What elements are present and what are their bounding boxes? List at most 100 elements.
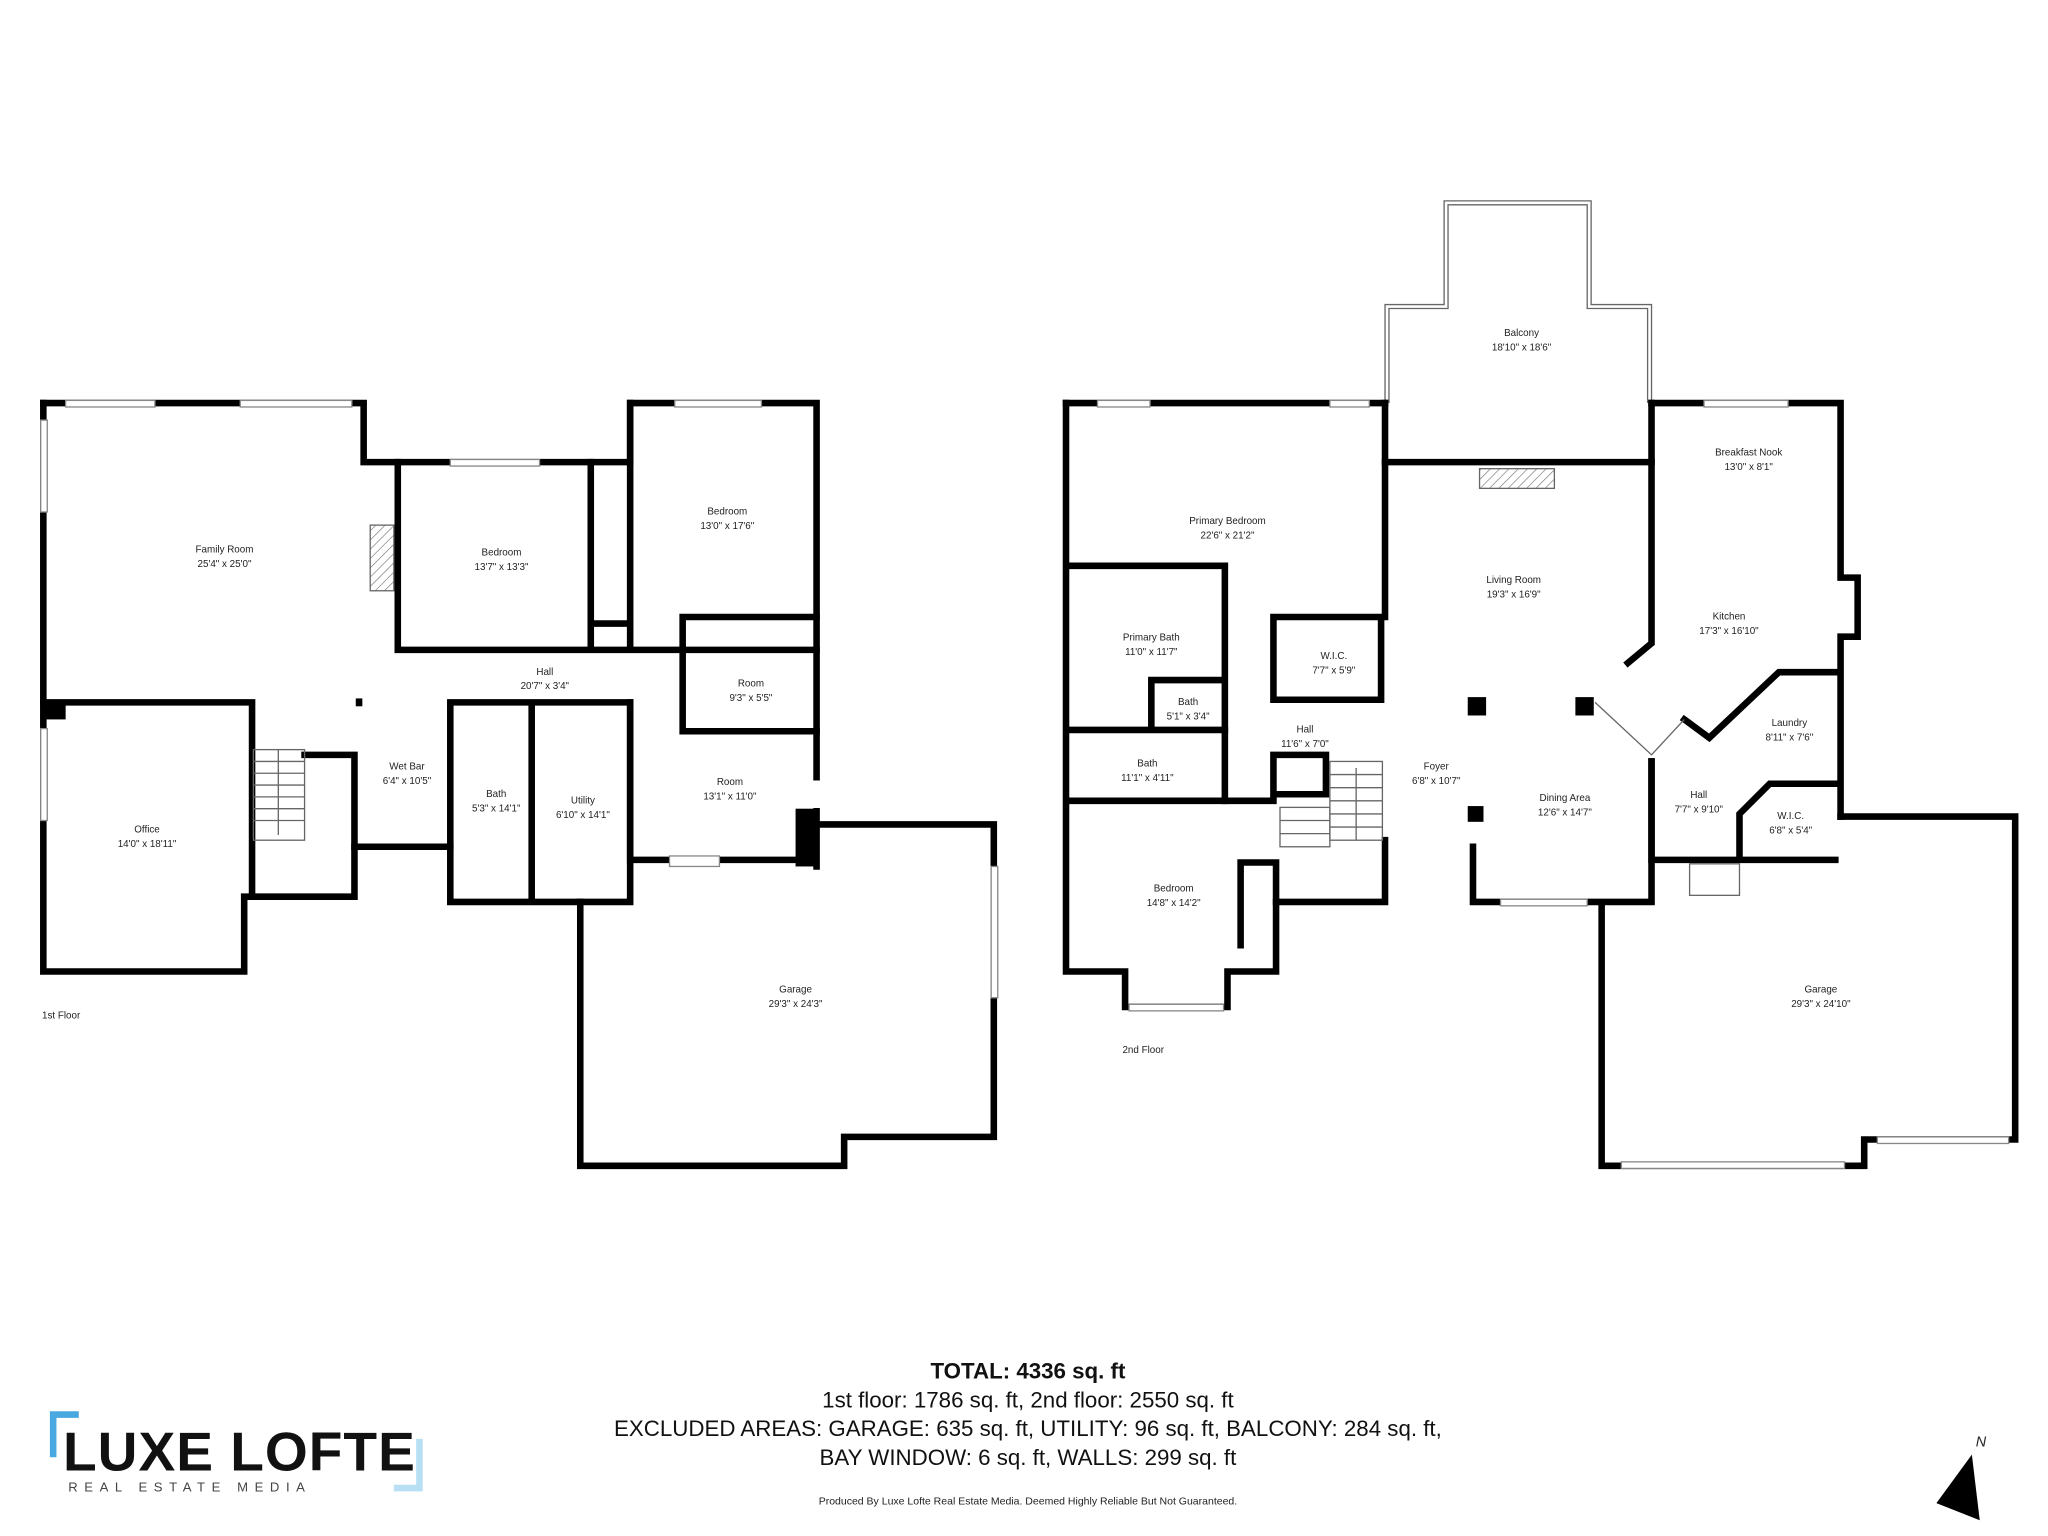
room-size: 11'6" x 7'0" (1281, 739, 1329, 750)
room-labels: Family Room 25'4" x 25'0" Bedroom 13'7" … (118, 507, 823, 1010)
garage-wall (1598, 813, 2019, 1170)
window (668, 855, 721, 868)
room-name: Utility (571, 795, 595, 806)
excluded-areas: EXCLUDED AREAS: GARAGE: 635 sq. ft, UTIL… (614, 1416, 1442, 1441)
column (1575, 697, 1594, 716)
room-size: 5'3" x 14'1" (472, 803, 521, 814)
window (40, 727, 48, 822)
window (64, 399, 156, 408)
room-size: 11'0" x 11'7" (1125, 647, 1178, 658)
room-labels: Balcony 18'10" x 18'6" Primary Bedroom 2… (1121, 328, 1851, 1010)
room-name: Office (134, 824, 160, 835)
room-size: 9'3" x 5'5" (729, 693, 772, 704)
room-size: 7'7" x 5'9" (1312, 665, 1355, 676)
wall (1679, 668, 1839, 743)
excluded-areas-cont: BAY WINDOW: 6 sq. ft, WALLS: 299 sq. ft (820, 1445, 1238, 1470)
wall (1066, 562, 1277, 805)
room-size: 17'3" x 16'10" (1699, 626, 1759, 637)
total-area: TOTAL: 4336 sq. ft (930, 1358, 1125, 1383)
second-floor-plan: Balcony 18'10" x 18'6" Primary Bedroom 2… (1062, 200, 2019, 1170)
room-name: Hall (536, 667, 553, 678)
room-size: 20'7" x 3'4" (521, 681, 570, 692)
room-size: 18'10" x 18'6" (1492, 343, 1552, 354)
balcony-railing (1384, 200, 1653, 404)
room-name: Primary Bedroom (1189, 516, 1265, 527)
room-name: Bedroom (707, 507, 747, 518)
window (1703, 399, 1789, 408)
staircase (1279, 760, 1741, 896)
window (40, 419, 48, 513)
room-name: Bath (486, 789, 506, 800)
room-size: 19'3" x 16'9" (1487, 589, 1541, 600)
balcony-railing (1388, 204, 1649, 404)
room-name: Dining Area (1539, 793, 1590, 804)
room-name: Bedroom (482, 547, 522, 558)
first-floor-plan: Family Room 25'4" x 25'0" Bedroom 13'7" … (40, 399, 999, 1170)
garage-door (1620, 1161, 1846, 1170)
room-size: 13'1" x 11'0" (703, 792, 757, 803)
room-size: 7'7" x 9'10" (1675, 805, 1724, 816)
window (1096, 399, 1151, 408)
room-size: 22'6" x 21'2" (1201, 530, 1255, 541)
luxe-lofte-logo: LUXE LOFTE REAL ESTATE MEDIA (49, 1411, 423, 1494)
window (674, 399, 763, 408)
room-size: 6'4" x 10'5" (383, 776, 432, 787)
room-size: 5'1" x 3'4" (1167, 711, 1210, 722)
staircase (252, 748, 306, 841)
wall (301, 751, 358, 851)
room-size: 13'0" x 8'1" (1724, 462, 1773, 473)
room-size: 13'7" x 13'3" (475, 562, 529, 573)
room-name: Bath (1137, 759, 1157, 770)
room-size: 6'10" x 14'1" (556, 810, 610, 821)
garage-wall (576, 821, 998, 1170)
wall (679, 613, 820, 735)
wall-block (795, 808, 817, 867)
wall (1221, 726, 1330, 805)
wall (1270, 399, 1389, 704)
room-name: Kitchen (1713, 612, 1746, 623)
wall (1469, 758, 1655, 906)
floor-areas: 1st floor: 1786 sq. ft, 2nd floor: 2550 … (822, 1387, 1234, 1412)
room-name: W.I.C. (1777, 811, 1804, 822)
floor-label: 1st Floor (42, 1011, 81, 1022)
column (355, 698, 363, 707)
floor-label: 2nd Floor (1122, 1045, 1164, 1056)
room-name: Living Room (1486, 575, 1541, 586)
room-size: 29'3" x 24'10" (1791, 999, 1851, 1010)
room-name: Hall (1296, 725, 1313, 736)
room-name: Hall (1690, 790, 1707, 801)
garage-door (990, 865, 999, 999)
window (1499, 898, 1588, 907)
room-name: Foyer (1424, 761, 1450, 772)
room-name: Breakfast Nook (1715, 448, 1782, 459)
room-size: 6'8" x 10'7" (1412, 776, 1461, 787)
room-name: Wet Bar (389, 761, 425, 772)
wall (1648, 758, 1839, 864)
doorway (1594, 701, 1685, 756)
room-size: 8'11" x 7'6" (1766, 732, 1814, 743)
room-name: Balcony (1504, 328, 1539, 339)
wall (394, 399, 820, 654)
column (1467, 806, 1484, 822)
room-name: Room (717, 777, 743, 788)
wall (40, 699, 256, 900)
area-summary: TOTAL: 4336 sq. ft 1st floor: 1786 sq. f… (614, 1358, 1442, 1507)
room-size: 6'8" x 5'4" (1769, 826, 1812, 837)
room-size: 29'3" x 24'3" (769, 999, 823, 1010)
room-name: Bedroom (1154, 883, 1194, 894)
north-label: N (1976, 1435, 1987, 1451)
wall (40, 399, 820, 781)
room-size: 25'4" x 25'0" (198, 559, 252, 570)
wall (1623, 399, 1655, 668)
fireplace (369, 524, 395, 592)
logo-name: LUXE LOFTE (63, 1420, 415, 1482)
window (1128, 1003, 1225, 1012)
window (239, 399, 353, 408)
room-size: 14'8" x 14'2" (1147, 898, 1201, 909)
wall (40, 399, 454, 975)
window (449, 458, 541, 467)
column (1467, 697, 1487, 716)
room-name: Garage (1804, 984, 1837, 995)
disclaimer: Produced By Luxe Lofte Real Estate Media… (819, 1495, 1238, 1507)
room-size: 11'1" x 4'11" (1121, 773, 1174, 784)
